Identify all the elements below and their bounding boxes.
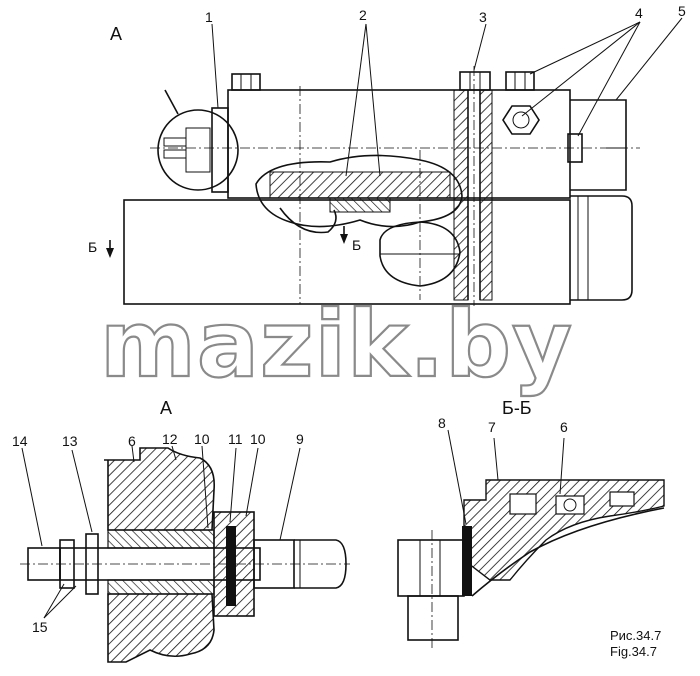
callout-12: 12 <box>162 431 178 447</box>
caption-en: Fig.34.7 <box>610 644 657 659</box>
section-mark-left: Б <box>88 239 97 255</box>
section-bolt <box>397 539 465 597</box>
left-flange <box>211 107 229 193</box>
callout-11: 11 <box>228 431 243 447</box>
callout-6a: 6 <box>128 433 136 449</box>
callout-9: 9 <box>296 431 304 447</box>
caption-ru: Рис.34.7 <box>610 628 661 643</box>
callout-10a: 10 <box>194 431 210 447</box>
detail-a: А 14 13 6 12 10 11 <box>12 398 350 663</box>
spool-lower <box>379 221 461 287</box>
section-bb: Б-Б 8 7 6 <box>397 398 665 650</box>
callout-6b: 6 <box>560 419 568 435</box>
detail-a-title: А <box>160 398 172 418</box>
callout-3: 3 <box>479 9 487 25</box>
main-view: 1 2 3 4 5 А Б Б <box>88 3 686 306</box>
callout-10b: 10 <box>250 431 266 447</box>
detail-a-circle <box>157 109 239 191</box>
section-mark-right: Б <box>352 237 361 253</box>
callout-7: 7 <box>488 419 496 435</box>
callout-2: 2 <box>359 7 367 23</box>
callout-8: 8 <box>438 415 446 431</box>
callout-1: 1 <box>205 9 213 25</box>
section-cut <box>255 154 463 228</box>
callout-5: 5 <box>678 3 686 19</box>
bolt-4 <box>505 71 535 91</box>
callout-13: 13 <box>62 433 78 449</box>
callout-14: 14 <box>12 433 28 449</box>
section-bb-title: Б-Б <box>502 398 532 418</box>
valve-body-lower <box>123 199 571 305</box>
right-cover <box>570 99 627 191</box>
hex-nut <box>502 105 540 135</box>
detail-a-label: А <box>110 24 122 44</box>
bolt-9 <box>253 539 295 589</box>
callout-15: 15 <box>32 619 48 635</box>
lower-right-cylinder <box>570 195 633 301</box>
callout-4: 4 <box>635 5 643 21</box>
bolt-3 <box>459 71 491 91</box>
bolt-left <box>231 73 261 91</box>
watermark: mazik.by <box>100 291 573 398</box>
